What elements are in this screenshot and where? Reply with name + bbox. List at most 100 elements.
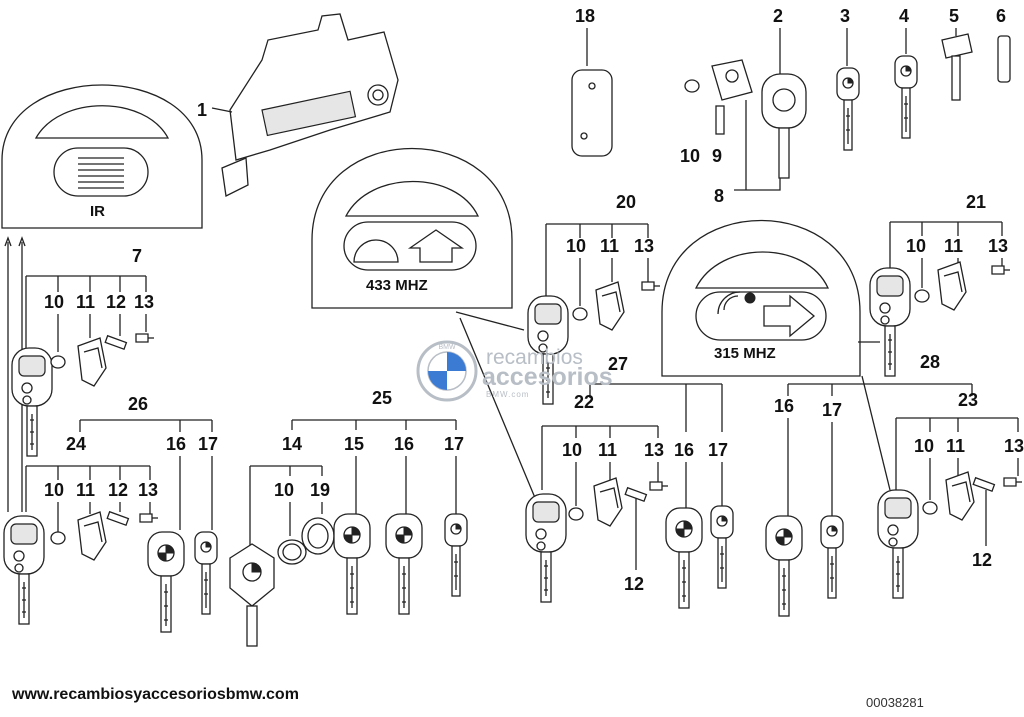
- callout-26: 26: [128, 394, 148, 414]
- remote-housing-315mhz: [661, 219, 861, 377]
- screw-g22: [649, 481, 669, 491]
- callout-7: 7: [132, 246, 142, 266]
- callout-16-g28: 16: [774, 396, 794, 416]
- key-3: [836, 67, 860, 151]
- callout-19: 19: [310, 480, 330, 500]
- callout-12-g22: 12: [624, 574, 644, 594]
- callout-17-g28: 17: [822, 400, 842, 420]
- battery-cover-g22: [593, 477, 623, 527]
- label-315mhz: 315 MHZ: [714, 345, 776, 362]
- callout-1: 1: [197, 100, 207, 120]
- callout-12-g23: 12: [972, 550, 992, 570]
- key-15: [333, 513, 371, 615]
- callout-10-g23: 10: [914, 436, 934, 456]
- battery-g21: [914, 289, 930, 303]
- callout-10-top: 10: [680, 146, 700, 166]
- strip-g7: [104, 335, 128, 350]
- key-16-g27: [665, 507, 703, 609]
- callout-11-g20: 11: [600, 236, 619, 256]
- callout-4: 4: [899, 6, 909, 26]
- remote-key-g23: [877, 489, 919, 599]
- remote-key-g21: [869, 267, 911, 377]
- callout-10-g25: 10: [274, 480, 294, 500]
- battery-cover-g20: [595, 281, 625, 331]
- callout-13-g24: 13: [138, 480, 158, 500]
- callout-11-g24: 11: [76, 480, 95, 500]
- callout-10-g7: 10: [44, 292, 64, 312]
- battery-cover-g24: [77, 511, 107, 561]
- callout-13-g20: 13: [634, 236, 654, 256]
- callout-22: 22: [574, 392, 594, 412]
- remote-key-g24: [3, 515, 45, 625]
- callout-17-g25: 17: [444, 434, 464, 454]
- remote-key-g20: [527, 295, 569, 405]
- callout-9: 9: [712, 146, 722, 166]
- callout-16-g25: 16: [394, 434, 414, 454]
- battery-g20: [572, 307, 588, 321]
- callout-12-g24: 12: [108, 480, 128, 500]
- battery-g22: [568, 507, 584, 521]
- callout-16-g26: 16: [166, 434, 186, 454]
- key-2: [761, 73, 807, 179]
- key-16-g25: [385, 513, 423, 615]
- key-17-g26: [194, 531, 218, 615]
- screw-g7: [135, 333, 155, 343]
- callout-11-g22: 11: [598, 440, 617, 460]
- battery-g23: [922, 501, 938, 515]
- callout-13-g21: 13: [988, 236, 1008, 256]
- callout-13-g23: 13: [1004, 436, 1024, 456]
- remote-key-g22: [525, 493, 567, 603]
- callout-2: 2: [773, 6, 783, 26]
- callout-28: 28: [920, 352, 940, 372]
- footer-website: www.recambiosyaccesoriosbmw.com: [12, 686, 299, 703]
- callout-12-g7: 12: [106, 292, 126, 312]
- callout-3: 3: [840, 6, 850, 26]
- key-14: [229, 543, 275, 647]
- battery-cover-g23: [945, 471, 975, 521]
- key-6: [997, 35, 1011, 83]
- key-17-g28: [820, 515, 844, 599]
- strip-g24: [106, 511, 130, 526]
- ring-19: [301, 517, 335, 555]
- key-4: [894, 55, 918, 139]
- callout-10-g20: 10: [566, 236, 586, 256]
- callout-10-g21: 10: [906, 236, 926, 256]
- callout-18: 18: [575, 6, 595, 26]
- callout-6: 6: [996, 6, 1006, 26]
- callout-5: 5: [949, 6, 959, 26]
- label-433mhz: 433 MHZ: [366, 277, 428, 294]
- battery-cover-g7: [77, 337, 107, 387]
- callout-14: 14: [282, 434, 302, 454]
- key-5: [941, 33, 973, 101]
- callout-10-g24: 10: [44, 480, 64, 500]
- door-handle-assembly: [211, 13, 399, 197]
- lock-cylinder-9: [711, 59, 753, 135]
- callout-13-g22: 13: [644, 440, 664, 460]
- callout-8: 8: [714, 186, 724, 206]
- battery-g24: [50, 531, 66, 545]
- battery-cover-g21: [937, 261, 967, 311]
- key-fob-cover-18: [571, 69, 613, 157]
- ring-10-g25: [277, 539, 307, 565]
- remote-housing-433mhz: [311, 147, 513, 309]
- callout-27: 27: [608, 354, 628, 374]
- key-17-g27: [710, 505, 734, 589]
- callout-21: 21: [966, 192, 986, 212]
- callout-20: 20: [616, 192, 636, 212]
- battery-g7: [50, 355, 66, 369]
- remote-housing-ir: [1, 84, 203, 229]
- key-16-g28: [765, 515, 803, 617]
- callout-17-g26: 17: [198, 434, 218, 454]
- footer-diagram-code: 00038281: [866, 695, 924, 710]
- callout-23: 23: [958, 390, 978, 410]
- callout-10-g22: 10: [562, 440, 582, 460]
- callout-25: 25: [372, 388, 392, 408]
- callout-17-g27: 17: [708, 440, 728, 460]
- screw-g24: [139, 513, 159, 523]
- screw-g23: [1003, 477, 1023, 487]
- battery-10-top: [684, 79, 700, 93]
- screw-g20: [641, 281, 661, 291]
- callout-11-g7: 11: [76, 292, 95, 312]
- callout-13-g7: 13: [134, 292, 154, 312]
- callout-11-g21: 11: [944, 236, 963, 256]
